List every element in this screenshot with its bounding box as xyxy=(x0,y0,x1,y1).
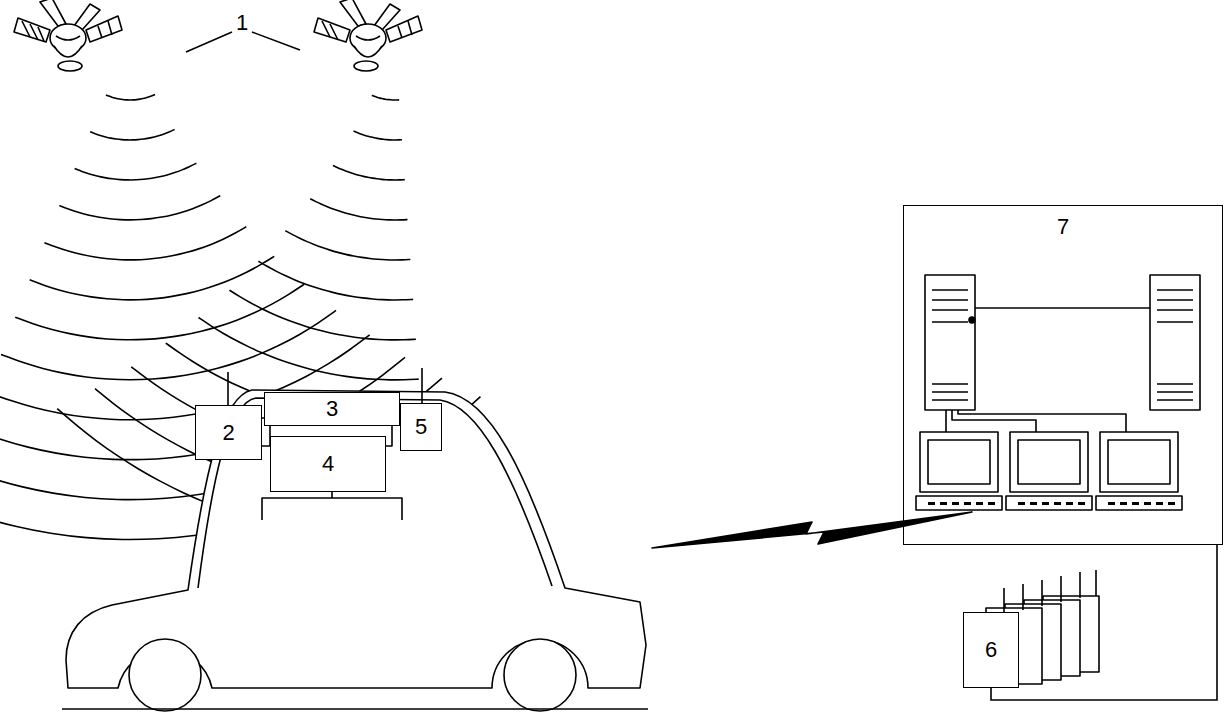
callout-number: 4 xyxy=(322,453,334,475)
key xyxy=(988,502,995,505)
callout-number: 5 xyxy=(415,416,427,438)
wave-arc xyxy=(90,129,174,139)
wave-arc xyxy=(310,199,407,220)
wheel xyxy=(129,639,201,711)
keyboard-keys xyxy=(928,502,1175,505)
key xyxy=(928,502,935,505)
key xyxy=(1108,502,1115,505)
key xyxy=(1078,502,1085,505)
wave-arc xyxy=(285,231,410,260)
wave-arc xyxy=(15,284,304,340)
callout-number: 2 xyxy=(222,422,234,444)
key xyxy=(1030,502,1037,505)
wave-arc xyxy=(75,163,197,180)
wave-arc xyxy=(106,95,155,100)
key xyxy=(1156,502,1163,505)
workstation xyxy=(916,432,1182,510)
key xyxy=(1054,502,1061,505)
network-cable xyxy=(946,410,1126,432)
server xyxy=(925,275,975,410)
receiver-box: 2 xyxy=(195,405,262,460)
controller-box: 3 xyxy=(264,392,400,426)
wave-arc xyxy=(30,256,275,300)
wave-arc xyxy=(199,317,419,379)
key xyxy=(940,502,947,505)
callout-number: 1 xyxy=(234,12,250,34)
key xyxy=(976,502,983,505)
satellite xyxy=(314,0,422,71)
wave-arc xyxy=(258,261,413,300)
wave-arc xyxy=(333,166,405,180)
satellite xyxy=(14,0,122,71)
wave-arc xyxy=(229,290,416,340)
key xyxy=(964,502,971,505)
key xyxy=(1066,502,1073,505)
wheel xyxy=(504,639,576,711)
control-center-frame: 7 xyxy=(903,205,1223,545)
key xyxy=(1018,502,1025,505)
transmitter-box: 5 xyxy=(400,403,442,451)
radio-link xyxy=(652,512,972,548)
wave-arc xyxy=(372,95,399,100)
key xyxy=(1120,502,1127,505)
leader-line xyxy=(186,32,300,52)
key xyxy=(1144,502,1151,505)
ground-line xyxy=(62,708,648,710)
callout-number: 3 xyxy=(326,398,338,420)
computer-box: 4 xyxy=(270,436,386,492)
server xyxy=(1150,275,1200,410)
wave-arc xyxy=(354,131,402,140)
callout-number: 7 xyxy=(1057,216,1069,238)
network-cable xyxy=(975,307,1150,309)
base-station-box: 6 xyxy=(963,612,1019,688)
key xyxy=(1132,502,1139,505)
mount-bracket xyxy=(262,492,402,520)
callout-number: 6 xyxy=(985,639,997,661)
key xyxy=(952,502,959,505)
wire xyxy=(991,545,1217,700)
key xyxy=(1168,502,1175,505)
key xyxy=(1042,502,1049,505)
wave-arc xyxy=(44,227,246,260)
wave-arc xyxy=(59,196,220,220)
